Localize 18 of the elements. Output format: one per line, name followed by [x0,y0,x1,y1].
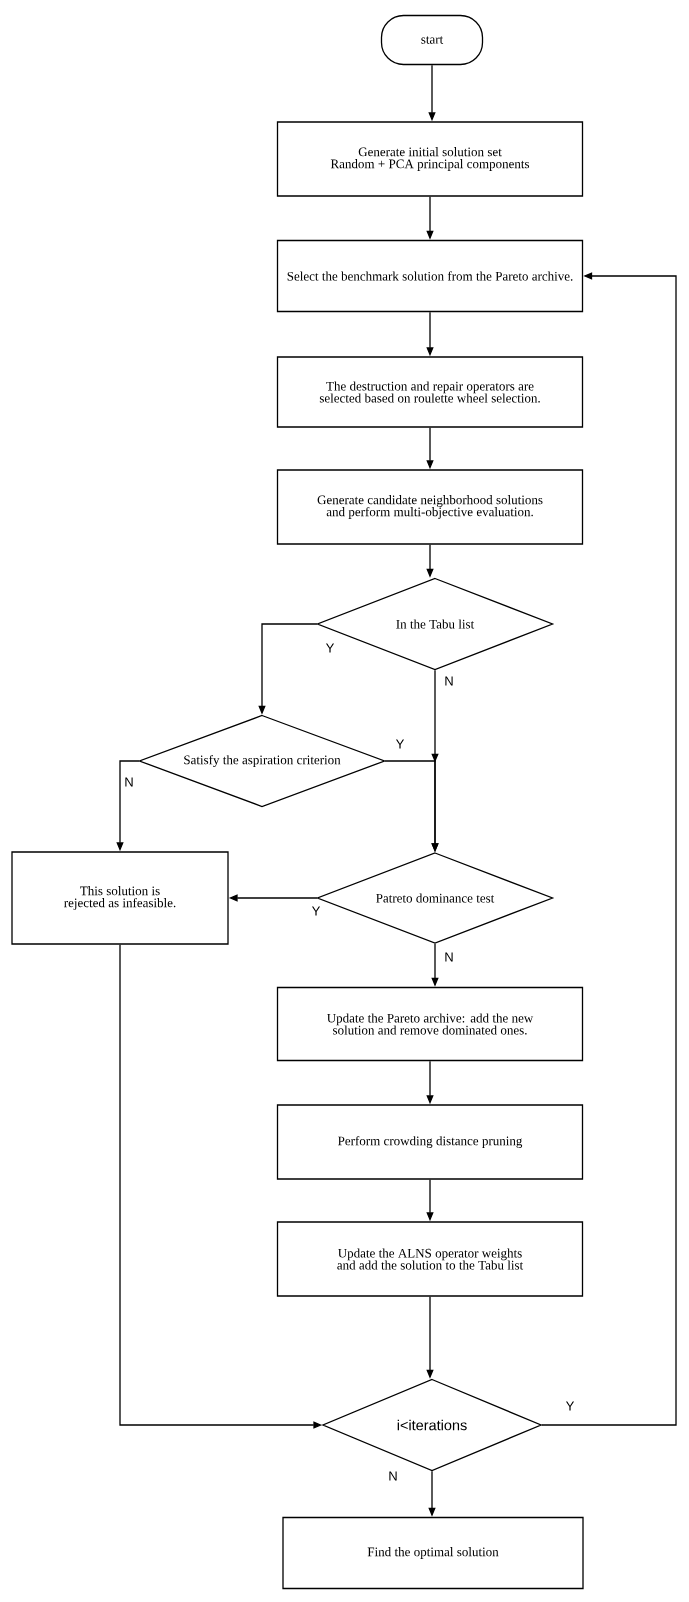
arrow [541,272,677,1426]
process-box: Update the ALNS operator weights and add the solution to the Tabu list [276,1221,584,1297]
process-box: Update the Pareto archive: add the new solution and remove dominated ones. [276,986,584,1062]
edge-label: Y [324,642,336,654]
process-box: Perform crowding distance pruning [276,1104,584,1180]
edge-label: N [443,675,455,687]
edge-label: Y [394,738,406,750]
edge-label: N [123,776,135,788]
process-box: Find the optimal solution [282,1516,584,1590]
process-box: This solution is rejected as infeasible. [11,851,229,945]
edge-label: Y [564,1400,576,1412]
edge-label: N [443,951,455,963]
start-terminal: start [380,14,484,66]
process-box: Generate initial solution set Random + PCA principal components [276,121,584,197]
process-box: Generate candidate neighborhood solutions and perform multi-objective evaluation. [276,469,584,545]
process-box: The destruction and repair operators are selected based on roulette wheel selection. [276,356,584,428]
edge-label: N [387,1470,399,1482]
process-box: Select the benchmark solution from the Pareto archive. [276,239,584,313]
